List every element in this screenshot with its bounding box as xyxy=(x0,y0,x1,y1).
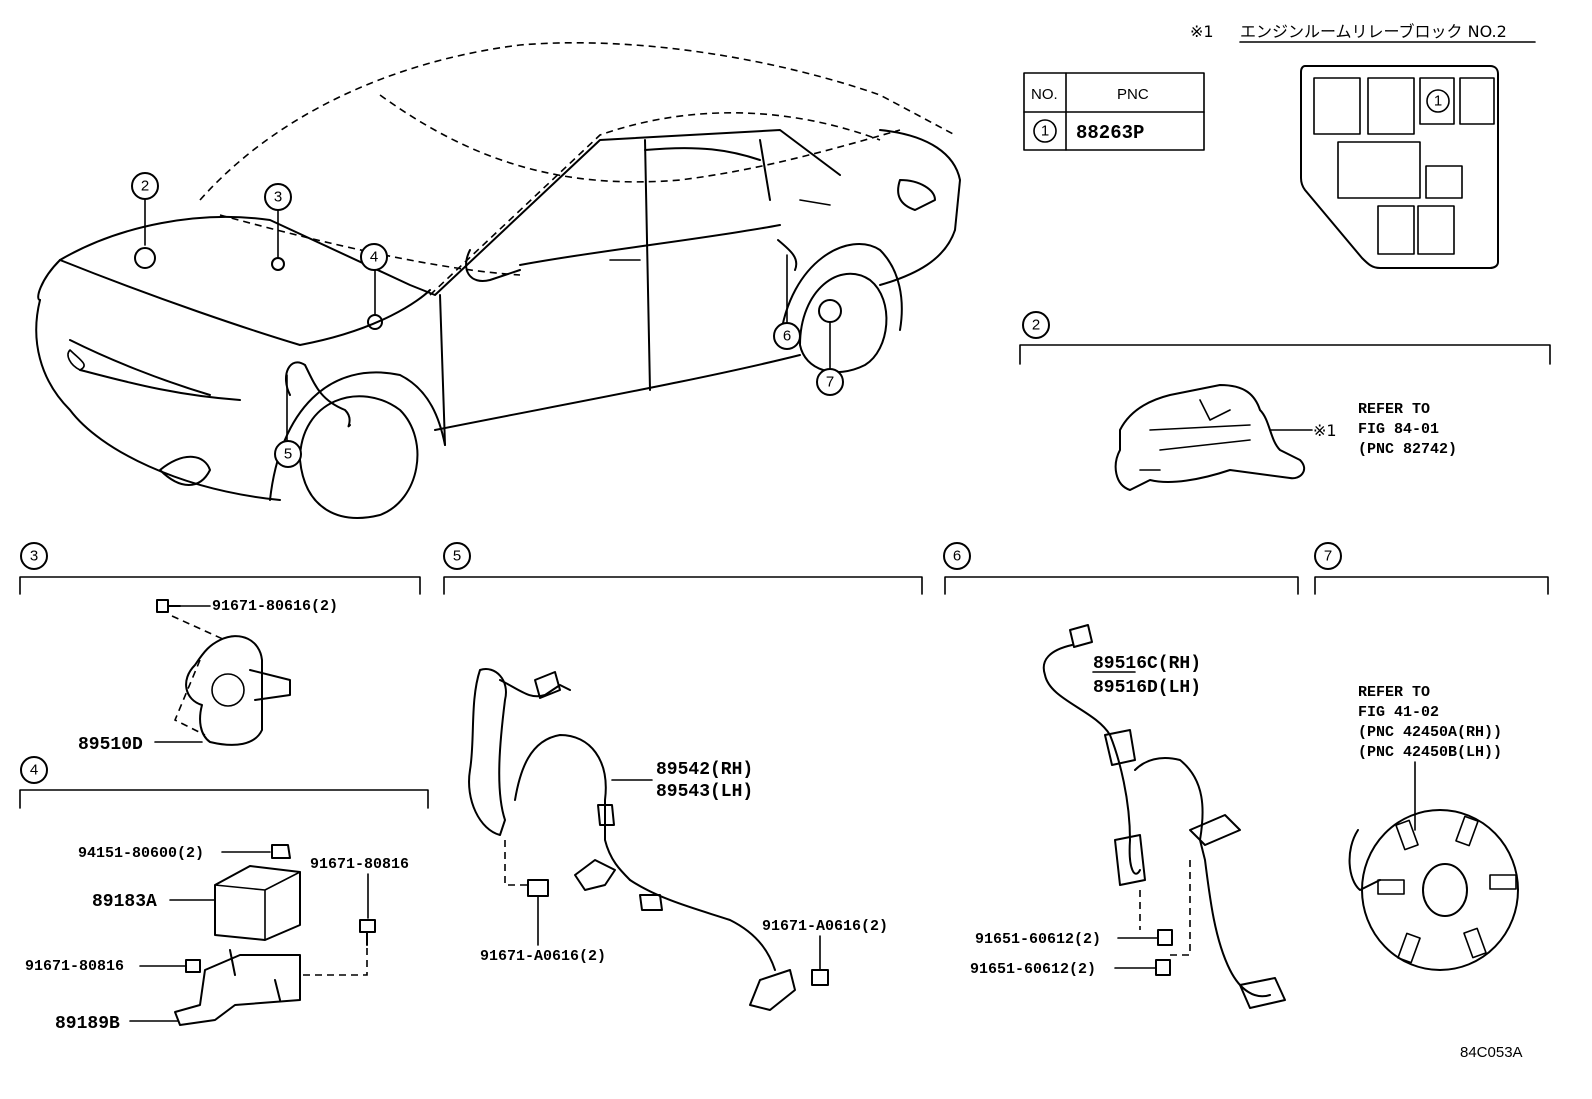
svg-text:3: 3 xyxy=(274,189,282,206)
section-3-bolt-label: 91671-80616(2) xyxy=(212,598,338,615)
section-2-refer-line-1: REFER TO xyxy=(1358,401,1430,418)
section-4-number: 4 xyxy=(30,762,38,779)
section-6-bolt-b-label: 91651-60612(2) xyxy=(970,961,1096,978)
section-7-refer-line-2: FIG 41-02 xyxy=(1358,704,1439,721)
section-5-bolt-left-label: 91671-A0616(2) xyxy=(480,948,606,965)
relay-position-number: 1 xyxy=(1434,93,1442,110)
section-4-bolt-right-label: 91671-80816 xyxy=(310,856,409,873)
section-3-number: 3 xyxy=(30,548,38,565)
callout-4: 4 xyxy=(360,243,388,271)
svg-text:7: 7 xyxy=(826,374,834,391)
section-7-refer-line-4: (PNC 42450B(LH)) xyxy=(1358,744,1502,761)
callout-7: 7 xyxy=(816,368,844,396)
section-6-number: 6 xyxy=(953,548,961,565)
section-3-sensor-label: 89510D xyxy=(78,735,143,755)
section-4: 4 94151-80600(2) 89183A 91671-80816 9167… xyxy=(19,756,429,1034)
section-2-mark: ※1 xyxy=(1313,421,1337,440)
section-5-number: 5 xyxy=(453,548,461,565)
figure-code: 84C053A xyxy=(1460,1044,1523,1061)
pnc-row-no: 1 xyxy=(1041,123,1049,140)
section-2-number: 2 xyxy=(1032,317,1040,334)
svg-text:5: 5 xyxy=(284,446,292,463)
section-5-sensor-lh-label: 89543(LH) xyxy=(656,782,753,802)
callout-5: 5 xyxy=(274,440,302,468)
section-2: 2 ※1 REFER TO FIG 84-01 (PNC 82742) xyxy=(1019,311,1551,491)
svg-text:4: 4 xyxy=(370,249,378,266)
section-4-module-label: 89183A xyxy=(92,892,157,912)
callout-6: 6 xyxy=(773,322,801,350)
section-2-refer-line-3: (PNC 82742) xyxy=(1358,441,1457,458)
svg-text:2: 2 xyxy=(141,178,149,195)
pnc-col-pnc: PNC xyxy=(1117,86,1149,103)
section-6-sensor-lh-label: 89516D(LH) xyxy=(1093,678,1201,698)
section-5-bolt-right-label: 91671-A0616(2) xyxy=(762,918,888,935)
relay-block-diagram: 1 xyxy=(1300,65,1499,269)
section-4-bracket-label: 89189B xyxy=(55,1014,120,1034)
section-7-refer-line-3: (PNC 42450A(RH)) xyxy=(1358,724,1502,741)
section-6-sensor-rh-label: 89516C(RH) xyxy=(1093,654,1201,674)
section-5-sensor-rh-label: 89542(RH) xyxy=(656,760,753,780)
section-4-bolt-left-label: 91671-80816 xyxy=(25,958,124,975)
relay-block-mark: ※1 xyxy=(1190,22,1214,41)
pnc-col-no: NO. xyxy=(1031,86,1058,103)
relay-block-title: エンジンルームリレーブロック NO.2 xyxy=(1240,22,1507,41)
section-6-bolt-a-label: 91651-60612(2) xyxy=(975,931,1101,948)
pnc-table: NO. PNC 1 88263P xyxy=(1023,72,1205,151)
section-7-number: 7 xyxy=(1324,548,1332,565)
pnc-row-value: 88263P xyxy=(1076,122,1144,144)
section-3: 3 91671-80616(2) 89510D xyxy=(19,542,421,755)
car-illustration: 2 3 4 5 6 7 xyxy=(35,41,961,519)
section-6: 6 89516C(RH) 89516D(LH) 91651-60612(2) 9… xyxy=(943,542,1299,1009)
callout-2: 2 xyxy=(131,172,159,200)
section-5: 5 89542(RH) 89543(LH) 91671-A0616(2) 916… xyxy=(443,542,923,1011)
section-7: 7 REFER TO FIG 41-02 (PNC 42450A(RH)) (P… xyxy=(1314,542,1549,971)
section-2-refer-line-2: FIG 84-01 xyxy=(1358,421,1439,438)
section-4-nut-label: 94151-80600(2) xyxy=(78,845,204,862)
svg-text:6: 6 xyxy=(783,328,791,345)
callout-3: 3 xyxy=(264,183,292,211)
section-7-refer-line-1: REFER TO xyxy=(1358,684,1430,701)
